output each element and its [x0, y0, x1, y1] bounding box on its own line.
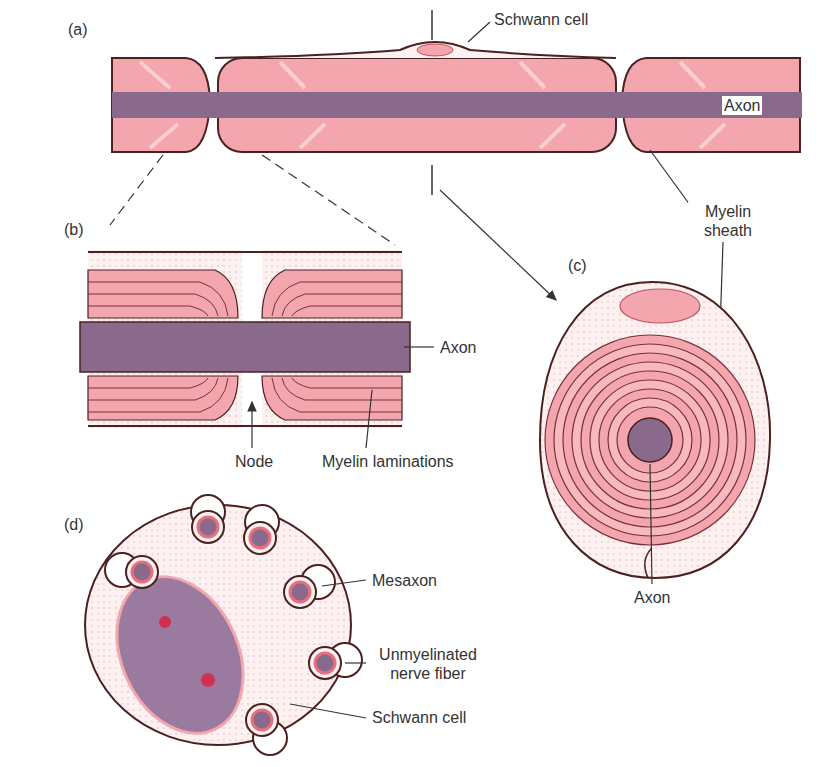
panel-letter: (b) — [62, 220, 86, 239]
part-label: Schwann cell — [370, 708, 468, 727]
part-label: Myelin laminations — [320, 452, 456, 471]
part-label: Myelin sheath — [688, 202, 768, 240]
part-label: Schwann cell — [492, 10, 590, 29]
part-label: Mesaxon — [370, 571, 439, 590]
panel-letter: (d) — [62, 515, 86, 534]
part-label: Unmyelinated nerve fiber — [370, 645, 486, 683]
part-label: Node — [233, 452, 275, 471]
part-label: Axon — [722, 96, 762, 115]
fiber-longitudinal — [112, 10, 802, 195]
myelinated-cross-section — [540, 282, 770, 578]
part-label: Axon — [438, 338, 478, 357]
panel-letter: (c) — [566, 256, 589, 275]
unmyelinated-cross-section — [85, 495, 362, 755]
panel-letter: (a) — [66, 20, 90, 39]
node-detail — [80, 250, 410, 428]
part-label: Axon — [632, 588, 672, 607]
